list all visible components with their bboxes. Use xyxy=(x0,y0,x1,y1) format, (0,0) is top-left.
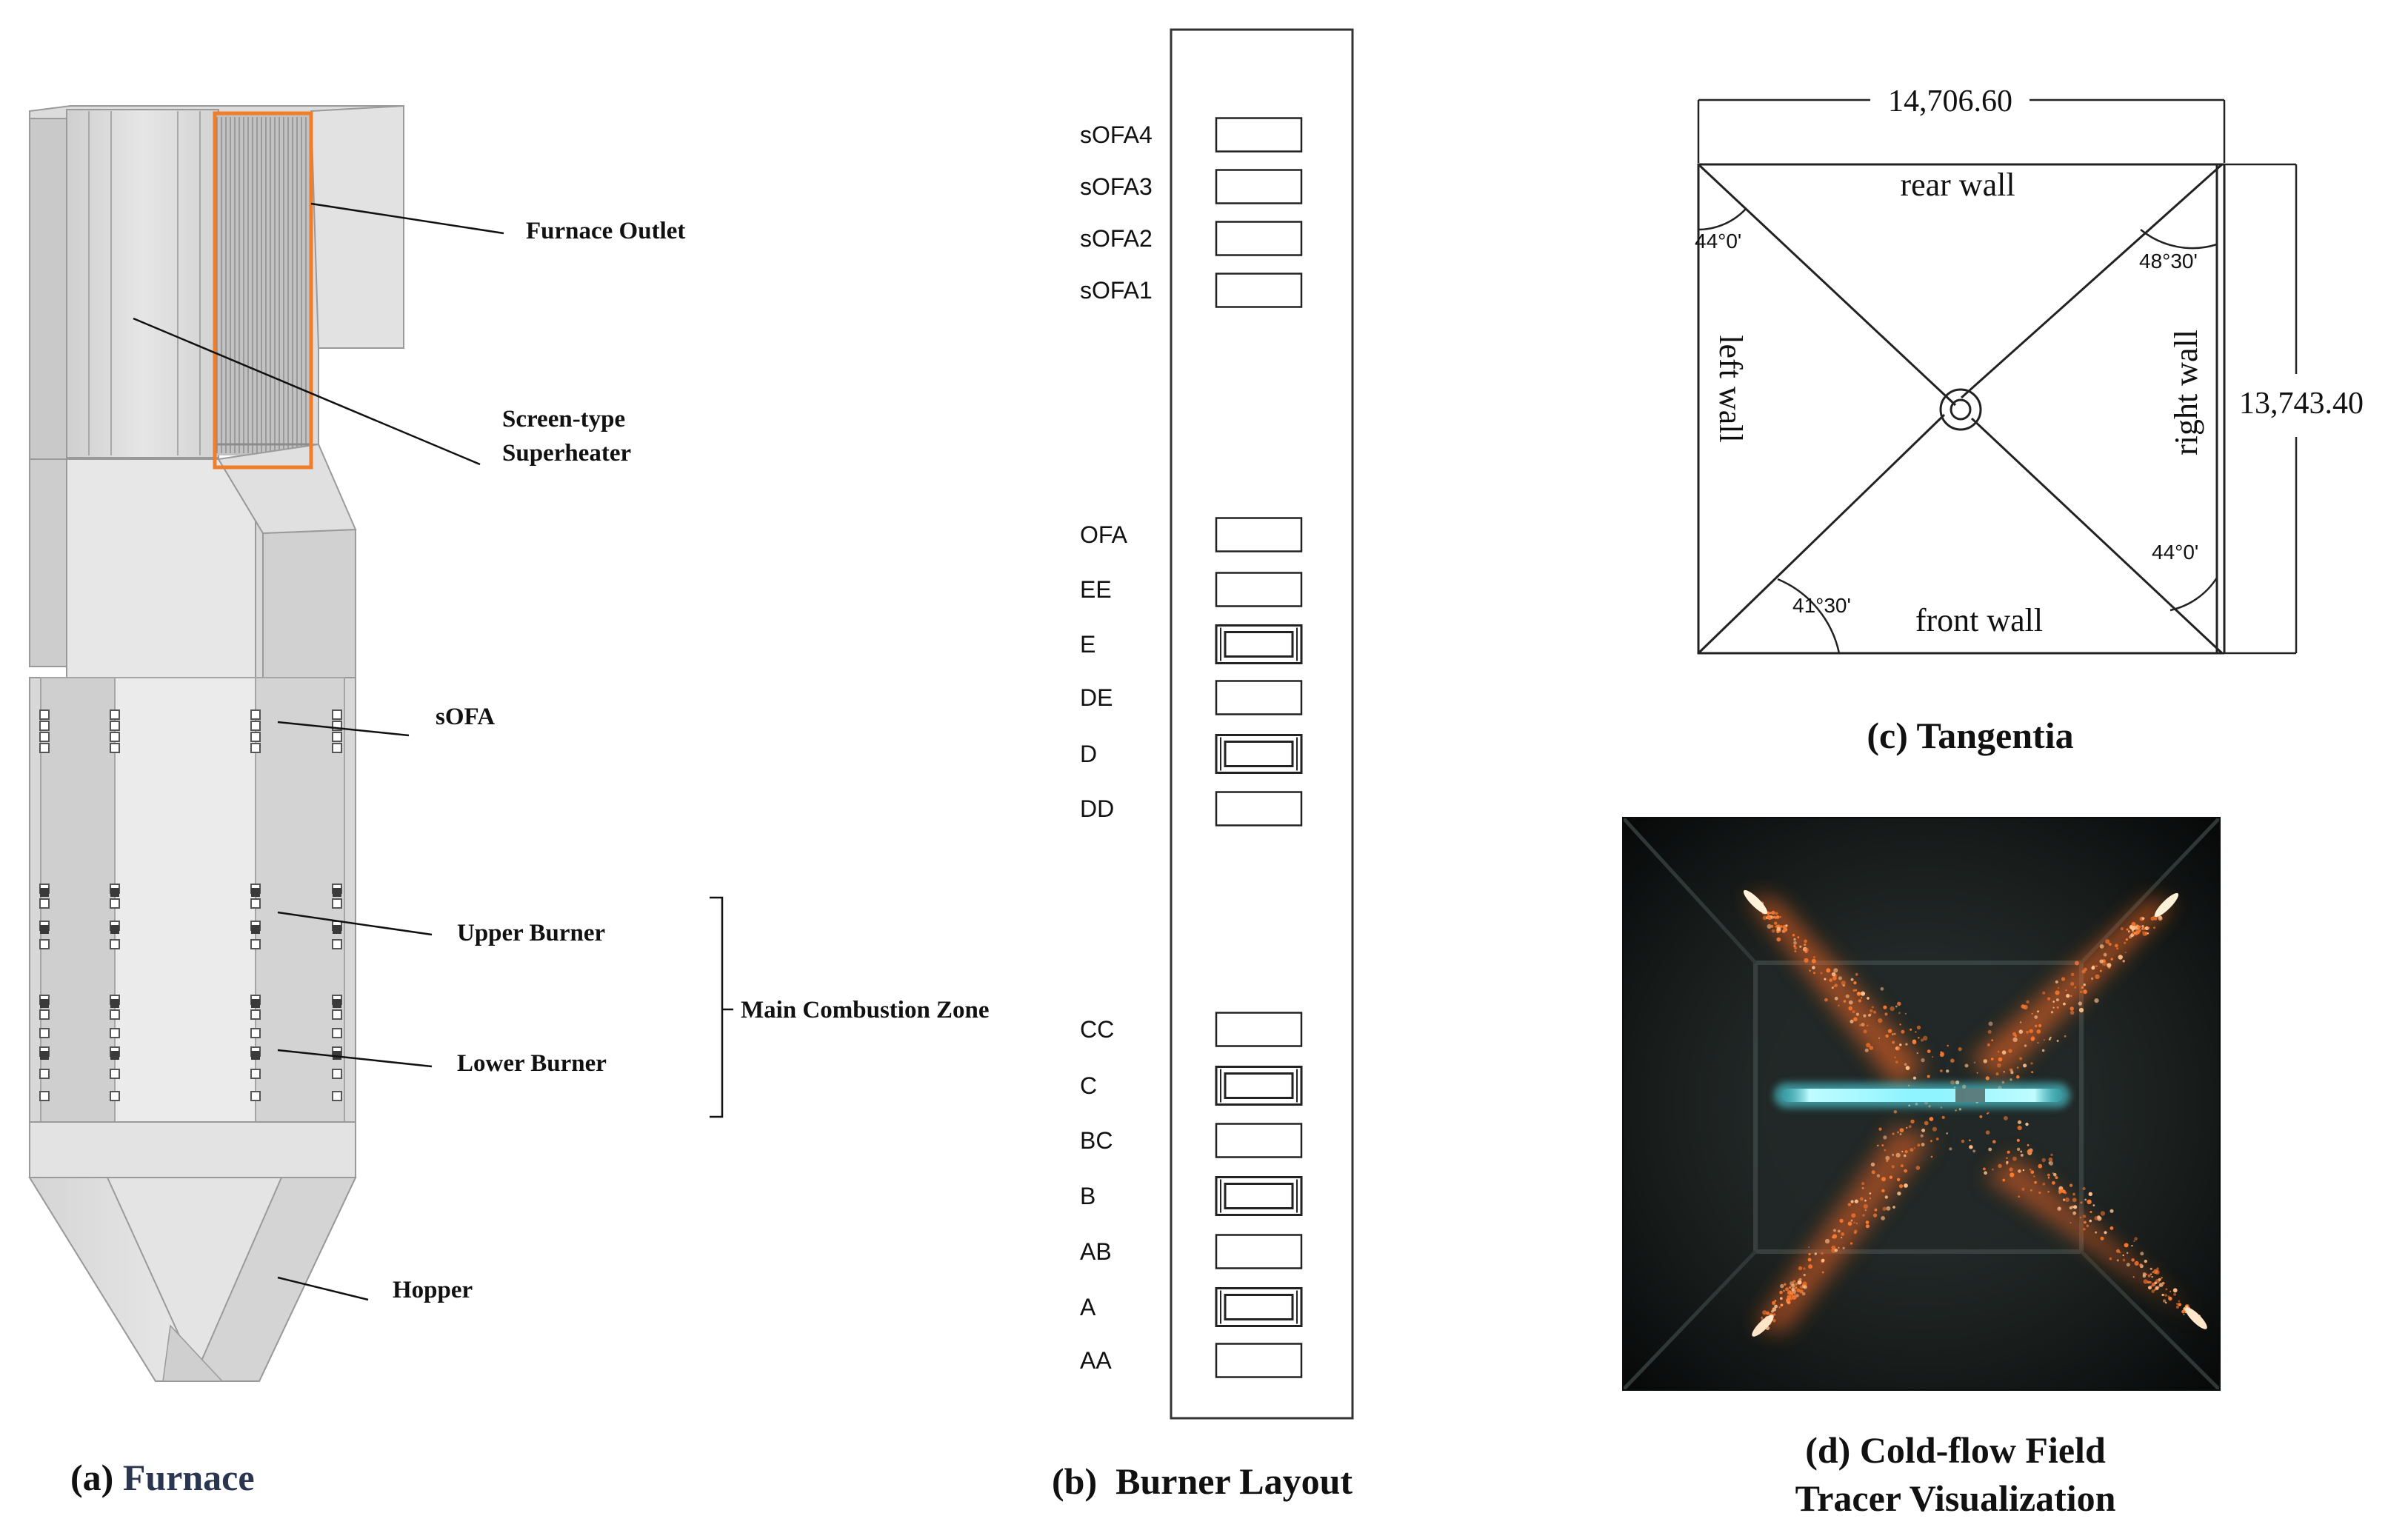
nozzle-ofa: OFA xyxy=(1080,517,1303,552)
angle-top-left: 44°0' xyxy=(1695,230,1741,253)
nozzle-ee: EE xyxy=(1080,572,1303,607)
nozzle-label: DE xyxy=(1080,684,1113,711)
nozzle-dd: DD xyxy=(1080,791,1303,826)
nozzle-label: D xyxy=(1080,741,1097,767)
caption-a-letter: (a) xyxy=(70,1457,113,1498)
nozzle-label: sOFA3 xyxy=(1080,173,1153,200)
nozzle-label: BC xyxy=(1080,1127,1113,1154)
wall-label-right: right wall xyxy=(2168,330,2204,455)
callout-main-combustion-zone: Main Combustion Zone xyxy=(741,997,990,1023)
angle-top-right: 48°30' xyxy=(2139,250,2198,273)
nozzle-aa: AA xyxy=(1080,1343,1303,1378)
wall-nozzle-ports xyxy=(39,709,342,1101)
wall-label-front: front wall xyxy=(1915,602,2043,638)
tracer-beam xyxy=(1774,1083,2070,1108)
nozzle-label: sOFA2 xyxy=(1080,225,1153,252)
nozzle-sofa3: sOFA3 xyxy=(1080,169,1303,204)
nozzle-sofa1: sOFA1 xyxy=(1080,273,1303,308)
nozzle-de: DE xyxy=(1080,680,1303,715)
screen-superheater-tubes xyxy=(215,115,311,455)
nozzle-label: A xyxy=(1080,1294,1096,1320)
hopper-shape xyxy=(28,1177,357,1382)
callout-screen-superheater-line1: Screen-type xyxy=(502,406,625,432)
caption-d-line1: (d) Cold-flow Field xyxy=(1805,1429,2106,1471)
caption-d-line2: Tracer Visualization xyxy=(1795,1477,2116,1519)
nozzle-label: sOFA1 xyxy=(1080,277,1153,304)
callout-furnace-outlet: Furnace Outlet xyxy=(526,218,685,244)
tracer-photo-image xyxy=(1623,818,2220,1390)
callout-leaders xyxy=(133,202,733,1301)
nozzle-sofa4: sOFA4 xyxy=(1080,117,1303,153)
callout-upper-burner: Upper Burner xyxy=(457,920,605,946)
nozzle-label: E xyxy=(1080,631,1095,658)
nozzle-label: B xyxy=(1080,1183,1095,1209)
caption-a: (a) Furnace xyxy=(70,1457,255,1498)
panel-b-burner-layout: sOFA4sOFA3sOFA2sOFA1OFAEEEDEDDDCCCBCBABA… xyxy=(1052,28,1354,1502)
width-dimension: 14,706.60 xyxy=(1888,84,2012,118)
nozzle-label: sOFA4 xyxy=(1080,121,1153,148)
nozzle-tips xyxy=(1743,889,2207,1337)
tangential-circle-outer xyxy=(1939,388,1982,431)
furnace-outlet-highlight xyxy=(213,111,313,470)
nozzle-sofa2: sOFA2 xyxy=(1080,221,1303,256)
nozzle-ab: AB xyxy=(1080,1234,1303,1269)
nozzle-label: AA xyxy=(1080,1347,1112,1374)
nozzle-label: OFA xyxy=(1080,521,1128,548)
nozzle-a: A xyxy=(1080,1287,1303,1327)
panel-a-furnace: Furnace Outlet Screen-type Superheater s… xyxy=(28,104,990,1498)
caption-a-text: Furnace xyxy=(123,1457,255,1498)
nozzle-b: B xyxy=(1080,1176,1303,1216)
jet-direction-lines xyxy=(1697,163,2224,655)
caption-c: (c) Tangentia xyxy=(1867,715,2073,756)
nozzle-label: DD xyxy=(1080,795,1114,822)
nozzle-label: EE xyxy=(1080,576,1112,603)
callout-sofa: sOFA xyxy=(436,704,495,730)
caption-b: (b) Burner Layout xyxy=(1052,1460,1353,1502)
nozzle-label: AB xyxy=(1080,1238,1112,1265)
tangential-circle-inner xyxy=(1950,398,1972,421)
depth-dimension: 13,743.40 xyxy=(2239,387,2364,421)
tracer-particles xyxy=(1753,900,2201,1331)
wall-label-left: left wall xyxy=(1712,335,1749,442)
callout-screen-superheater-line2: Superheater xyxy=(502,440,631,467)
angle-bottom-right: 44°0' xyxy=(2152,541,2198,564)
nozzle-bc: BC xyxy=(1080,1123,1303,1158)
nozzle-label: CC xyxy=(1080,1016,1114,1043)
angle-arcs xyxy=(1698,208,2218,654)
wall-label-rear: rear wall xyxy=(1900,167,2015,203)
callout-hopper: Hopper xyxy=(393,1277,473,1303)
nozzle-cc: CC xyxy=(1080,1012,1303,1047)
nozzle-e: E xyxy=(1080,624,1303,664)
burner-nozzle-stack: sOFA4sOFA3sOFA2sOFA1OFAEEEDEDDDCCCBCBABA… xyxy=(1080,117,1303,1378)
dimension-lines xyxy=(1697,98,2298,655)
nozzle-label: C xyxy=(1080,1072,1097,1099)
angle-bottom-left: 41°30' xyxy=(1792,594,1851,617)
nozzle-d: D xyxy=(1080,734,1303,774)
nozzle-c: C xyxy=(1080,1066,1303,1106)
panel-d-tracer-photo: (d) Cold-flow Field Tracer Visualization xyxy=(1622,817,2221,1519)
panel-c-tangential: 14,706.60 13,743.40 44°0' 48°30' 41°30' … xyxy=(1695,84,2364,756)
callout-lower-burner: Lower Burner xyxy=(457,1050,607,1077)
